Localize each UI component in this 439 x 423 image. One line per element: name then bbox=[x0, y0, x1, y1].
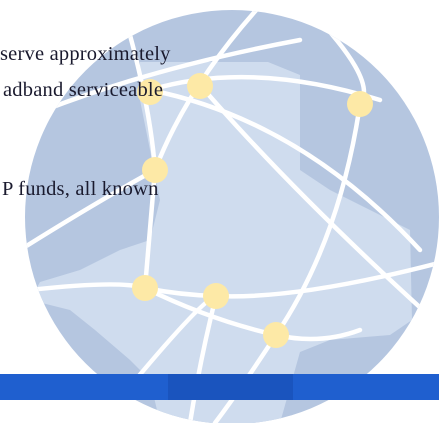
network-arc bbox=[147, 74, 383, 103]
network-node bbox=[263, 322, 289, 348]
network-node bbox=[347, 91, 373, 117]
network-node bbox=[137, 79, 163, 105]
network-arc bbox=[187, 293, 219, 423]
blue-footer-band bbox=[0, 374, 439, 400]
network-arc bbox=[147, 87, 423, 253]
text-line-1: serve approximately bbox=[0, 43, 171, 65]
network-node bbox=[142, 157, 168, 183]
text-line-2: adband serviceable bbox=[3, 79, 164, 101]
text-line-3: P funds, all known bbox=[2, 178, 159, 200]
network-arc bbox=[25, 167, 158, 253]
network-node bbox=[187, 73, 213, 99]
state-outline-shape bbox=[30, 62, 412, 423]
network-arc bbox=[197, 82, 439, 333]
network-arc bbox=[27, 257, 439, 299]
network-node bbox=[203, 283, 229, 309]
network-node bbox=[132, 275, 158, 301]
